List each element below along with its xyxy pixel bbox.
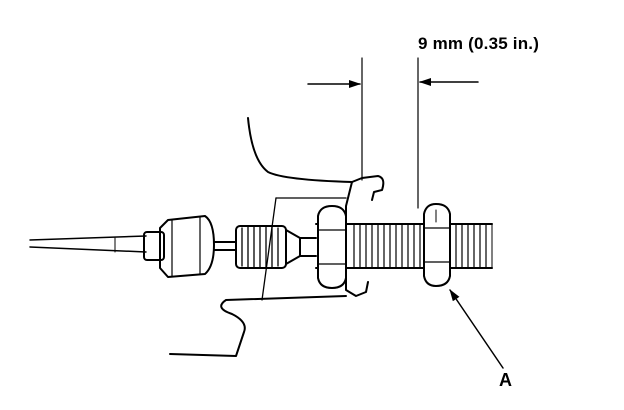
locknut-inner [317, 205, 347, 289]
locknut-a [423, 203, 451, 287]
dimension-arrows [307, 78, 479, 88]
callout-leader-a [449, 289, 504, 369]
threaded-shaft [315, 223, 493, 269]
mounting-bracket [169, 117, 385, 357]
callout-label-a: A [499, 370, 512, 390]
shaft-neck [285, 229, 317, 265]
dimension-label: 9 mm (0.35 in.) [418, 34, 540, 53]
knurled-collar [235, 225, 287, 269]
connector-rod [213, 241, 237, 251]
rubber-boot [159, 215, 215, 278]
cable [29, 235, 147, 253]
dimension-extension-lines [361, 57, 419, 209]
cable-end-ferrule [143, 231, 165, 261]
